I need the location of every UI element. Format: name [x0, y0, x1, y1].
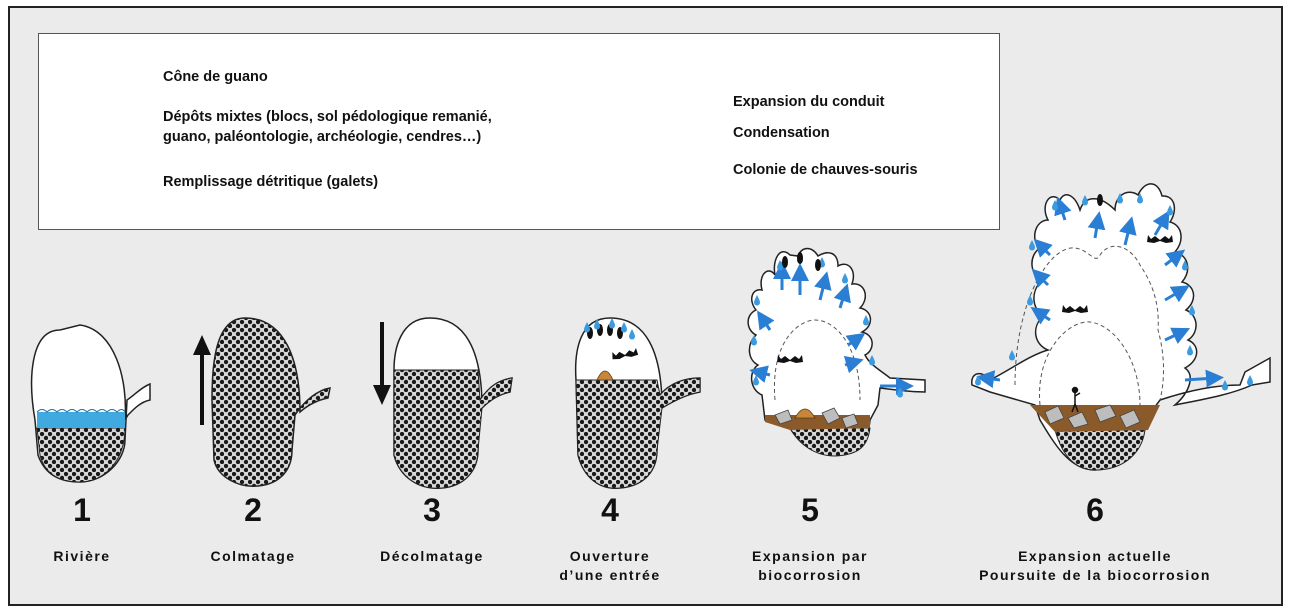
- legend-detrital-fill-label: Remplissage détritique (galets): [163, 174, 379, 190]
- stage-6-boulders: [1044, 404, 1141, 429]
- stage-1-pebble-fill: [36, 427, 126, 483]
- stage-6-expansion-arrows: [976, 196, 1224, 389]
- stage-4-pebble-fill: [575, 377, 701, 489]
- stage-5-pebble-fill: [789, 427, 871, 457]
- stage-4-figure: [574, 317, 701, 489]
- stage-1-label: Rivière: [53, 548, 111, 564]
- legend-mixed-deposits-label-line1: Dépôts mixtes (blocs, sol pédologique re…: [163, 109, 492, 125]
- stage-2-number: 2: [244, 492, 262, 528]
- stage-3-label: Décolmatage: [380, 548, 484, 564]
- stage-5-boulders: [774, 407, 859, 429]
- stage-3-number: 3: [423, 492, 441, 528]
- legend-conduit-expansion-label: Expansion du conduit: [733, 94, 885, 110]
- stage-6-figure: [971, 183, 1271, 471]
- stage-2-up-arrowhead: [193, 335, 211, 355]
- stage-3-pebble-fill: [393, 369, 513, 489]
- stage-6-number: 6: [1086, 492, 1104, 528]
- stage-2-figure: [193, 317, 331, 487]
- stage-6-label-line1: Expansion actuelle: [1018, 548, 1172, 564]
- legend-mixed-deposits-label-line2: guano, paléontologie, archéologie, cendr…: [163, 129, 482, 145]
- stage-1-river-water: [37, 412, 125, 428]
- stage-6-pebble-fill: [1054, 429, 1146, 471]
- stage-5-expansion-arrows: [749, 261, 914, 395]
- stage-4-number: 4: [601, 492, 619, 528]
- stage-3-figure: [373, 317, 513, 489]
- stage-5-number: 5: [801, 492, 819, 528]
- stage-5-cave-outline: [747, 247, 926, 456]
- stage-5-figure: [747, 247, 926, 457]
- stage-2-label: Colmatage: [210, 548, 296, 564]
- stage-1-number: 1: [73, 492, 91, 528]
- legend-box: [38, 33, 1000, 230]
- stage-1-figure: [30, 324, 151, 483]
- stage-1-water-waves: [36, 409, 126, 413]
- stage-5-guano-cone: [794, 408, 816, 419]
- legend-condensation-label: Condensation: [733, 125, 830, 141]
- stage-6-label-line2: Poursuite de la biocorrosion: [979, 567, 1211, 583]
- stage-6-human-figure: [1071, 386, 1081, 413]
- stage-5-label-line1: Expansion par: [752, 548, 868, 564]
- stage-4-label-line2: d’une entrée: [559, 567, 661, 583]
- stage-4-label-line1: Ouverture: [569, 548, 651, 564]
- legend-bat-colony-label: Colonie de chauves-souris: [733, 162, 918, 178]
- stage-5-label-line2: biocorrosion: [758, 567, 862, 583]
- stage-6-former-outline-inner: [1039, 321, 1141, 406]
- stage-3-down-arrowhead: [373, 385, 391, 405]
- stage-4-guano-cone: [596, 370, 614, 381]
- stage-2-filled-cave: [211, 317, 331, 487]
- stage-6-former-outline-outer: [1014, 245, 1165, 401]
- legend-guano-cone-label: Cône de guano: [163, 69, 268, 85]
